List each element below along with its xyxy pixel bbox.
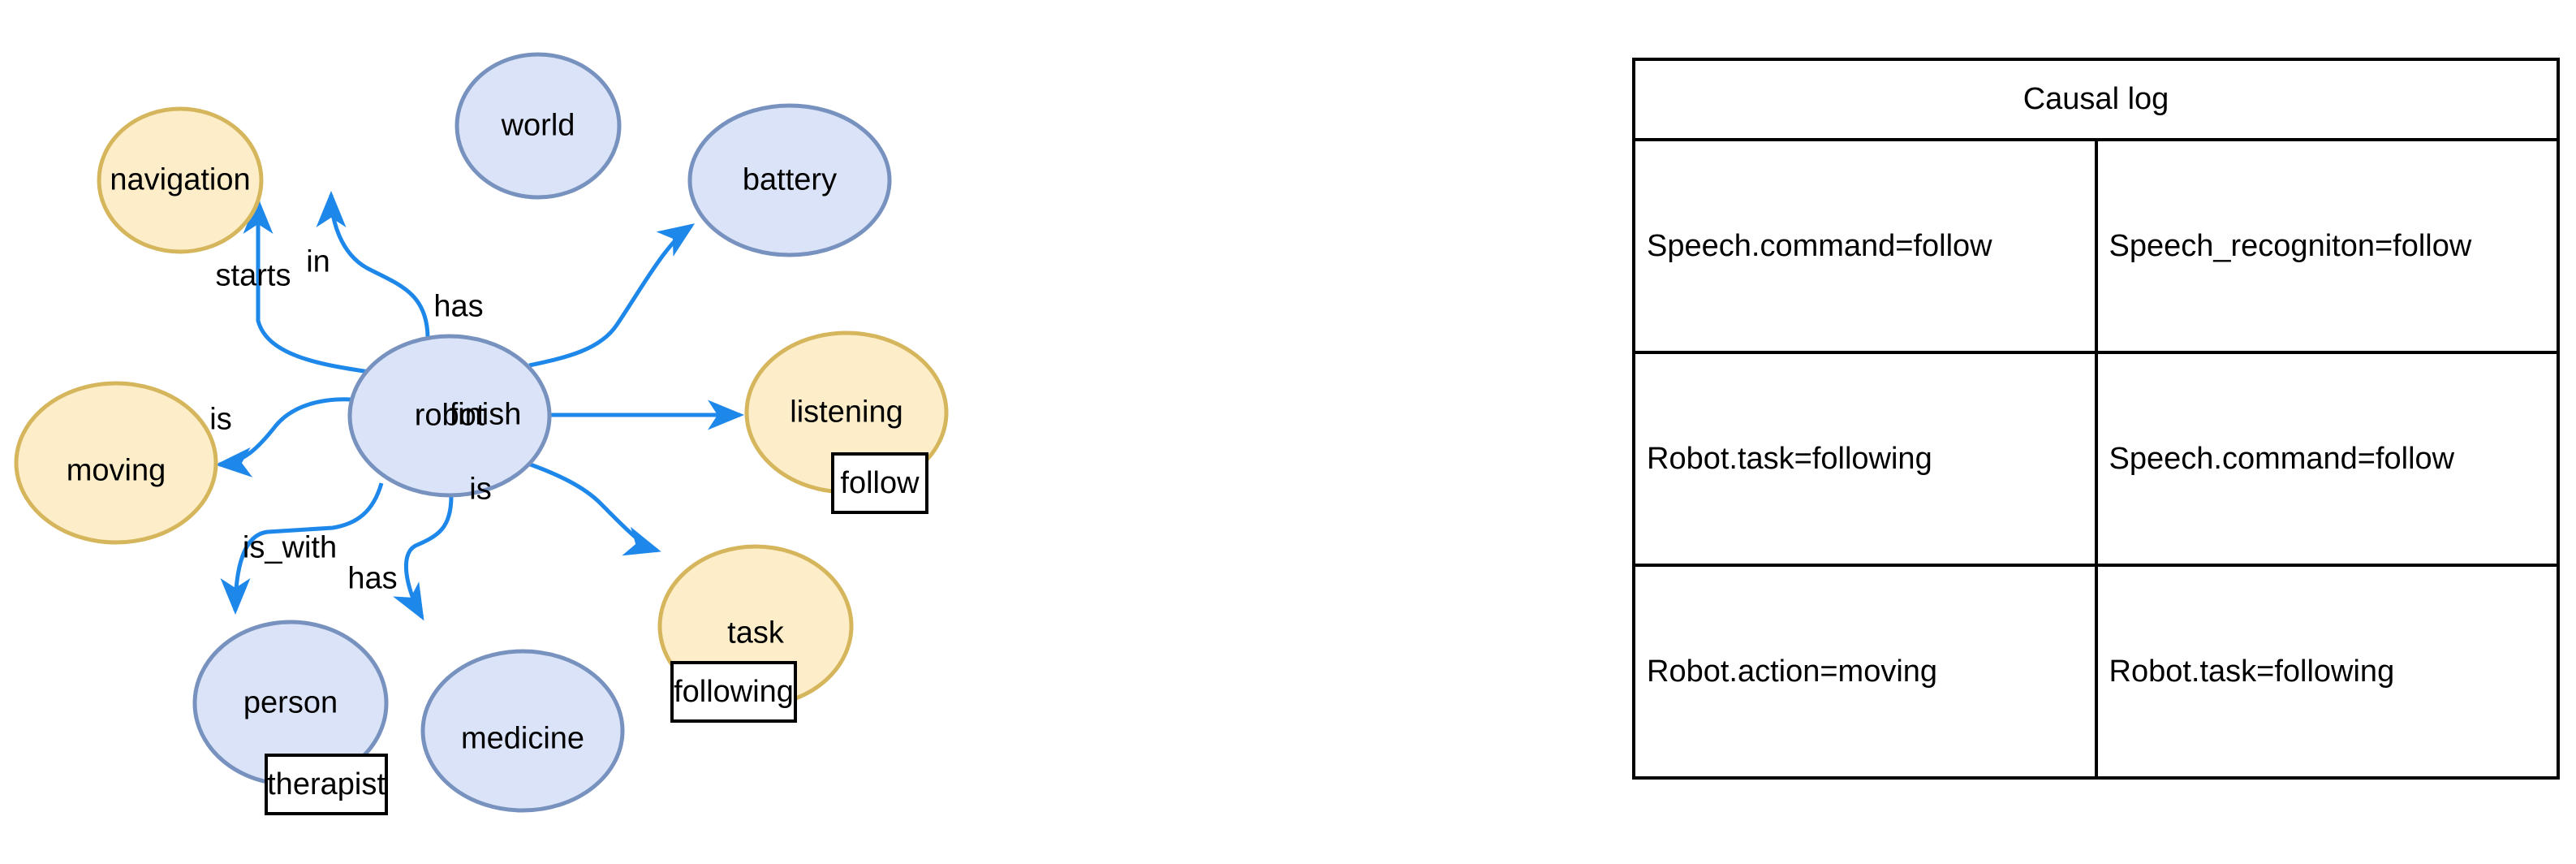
edge-label-starts: starts xyxy=(215,258,291,293)
edge-robot-has-medicine xyxy=(393,495,454,621)
edge-label-in: in xyxy=(306,244,330,279)
causal-log-title-row: Causal log xyxy=(1632,58,2560,141)
table-row: Robot.task=following Speech.command=foll… xyxy=(1632,351,2560,567)
edge-label-is-with: is_with xyxy=(242,530,338,565)
causal-log-title: Causal log xyxy=(1632,58,2560,141)
edge-label-has-battery: has xyxy=(433,289,484,324)
attribute-box-task-following[interactable]: following xyxy=(670,661,797,723)
node-battery[interactable] xyxy=(687,103,892,257)
table-row: Robot.action=moving Robot.task=following xyxy=(1632,564,2560,780)
knowledge-graph-panel: navigation world battery moving robot li… xyxy=(14,52,949,815)
node-moving[interactable] xyxy=(14,381,218,545)
causal-log-table: Causal log Speech.command=follow Speech_… xyxy=(1632,58,2560,780)
edge-label-has-medicine: has xyxy=(347,561,398,596)
edge-robot-starts-navigation xyxy=(243,197,381,376)
attribute-box-person-therapist[interactable]: therapist xyxy=(265,754,388,815)
table-row: Speech.command=follow Speech_recogniton=… xyxy=(1632,138,2560,354)
causal-log-cell-r0c0: Speech.command=follow xyxy=(1632,138,2098,354)
graph-nodes xyxy=(14,52,949,813)
node-world[interactable] xyxy=(454,52,622,200)
edge-robot-has-battery xyxy=(528,223,696,368)
edge-robot-is-moving xyxy=(215,397,353,477)
causal-log-cell-r2c0: Robot.action=moving xyxy=(1632,564,2098,780)
causal-log-cell-r2c1: Robot.task=following xyxy=(2094,564,2560,780)
edge-label-is-task: is xyxy=(469,472,492,507)
attribute-box-listening-follow[interactable]: follow xyxy=(831,452,928,514)
edge-robot-is-task xyxy=(525,460,661,556)
node-robot[interactable] xyxy=(347,334,552,498)
edge-label-finish: finish xyxy=(449,397,522,432)
node-navigation[interactable] xyxy=(97,106,264,254)
causal-log-cell-r0c1: Speech_recogniton=follow xyxy=(2094,138,2560,354)
causal-log-cell-r1c0: Robot.task=following xyxy=(1632,351,2098,567)
edge-robot-in-world xyxy=(316,191,430,339)
graph-edges xyxy=(215,191,744,621)
edge-label-is-moving: is xyxy=(209,402,232,437)
edge-robot-is_with-person xyxy=(220,482,384,615)
graph-canvas xyxy=(14,52,949,813)
causal-log-cell-r1c1: Speech.command=follow xyxy=(2094,351,2560,567)
node-medicine[interactable] xyxy=(420,649,625,813)
